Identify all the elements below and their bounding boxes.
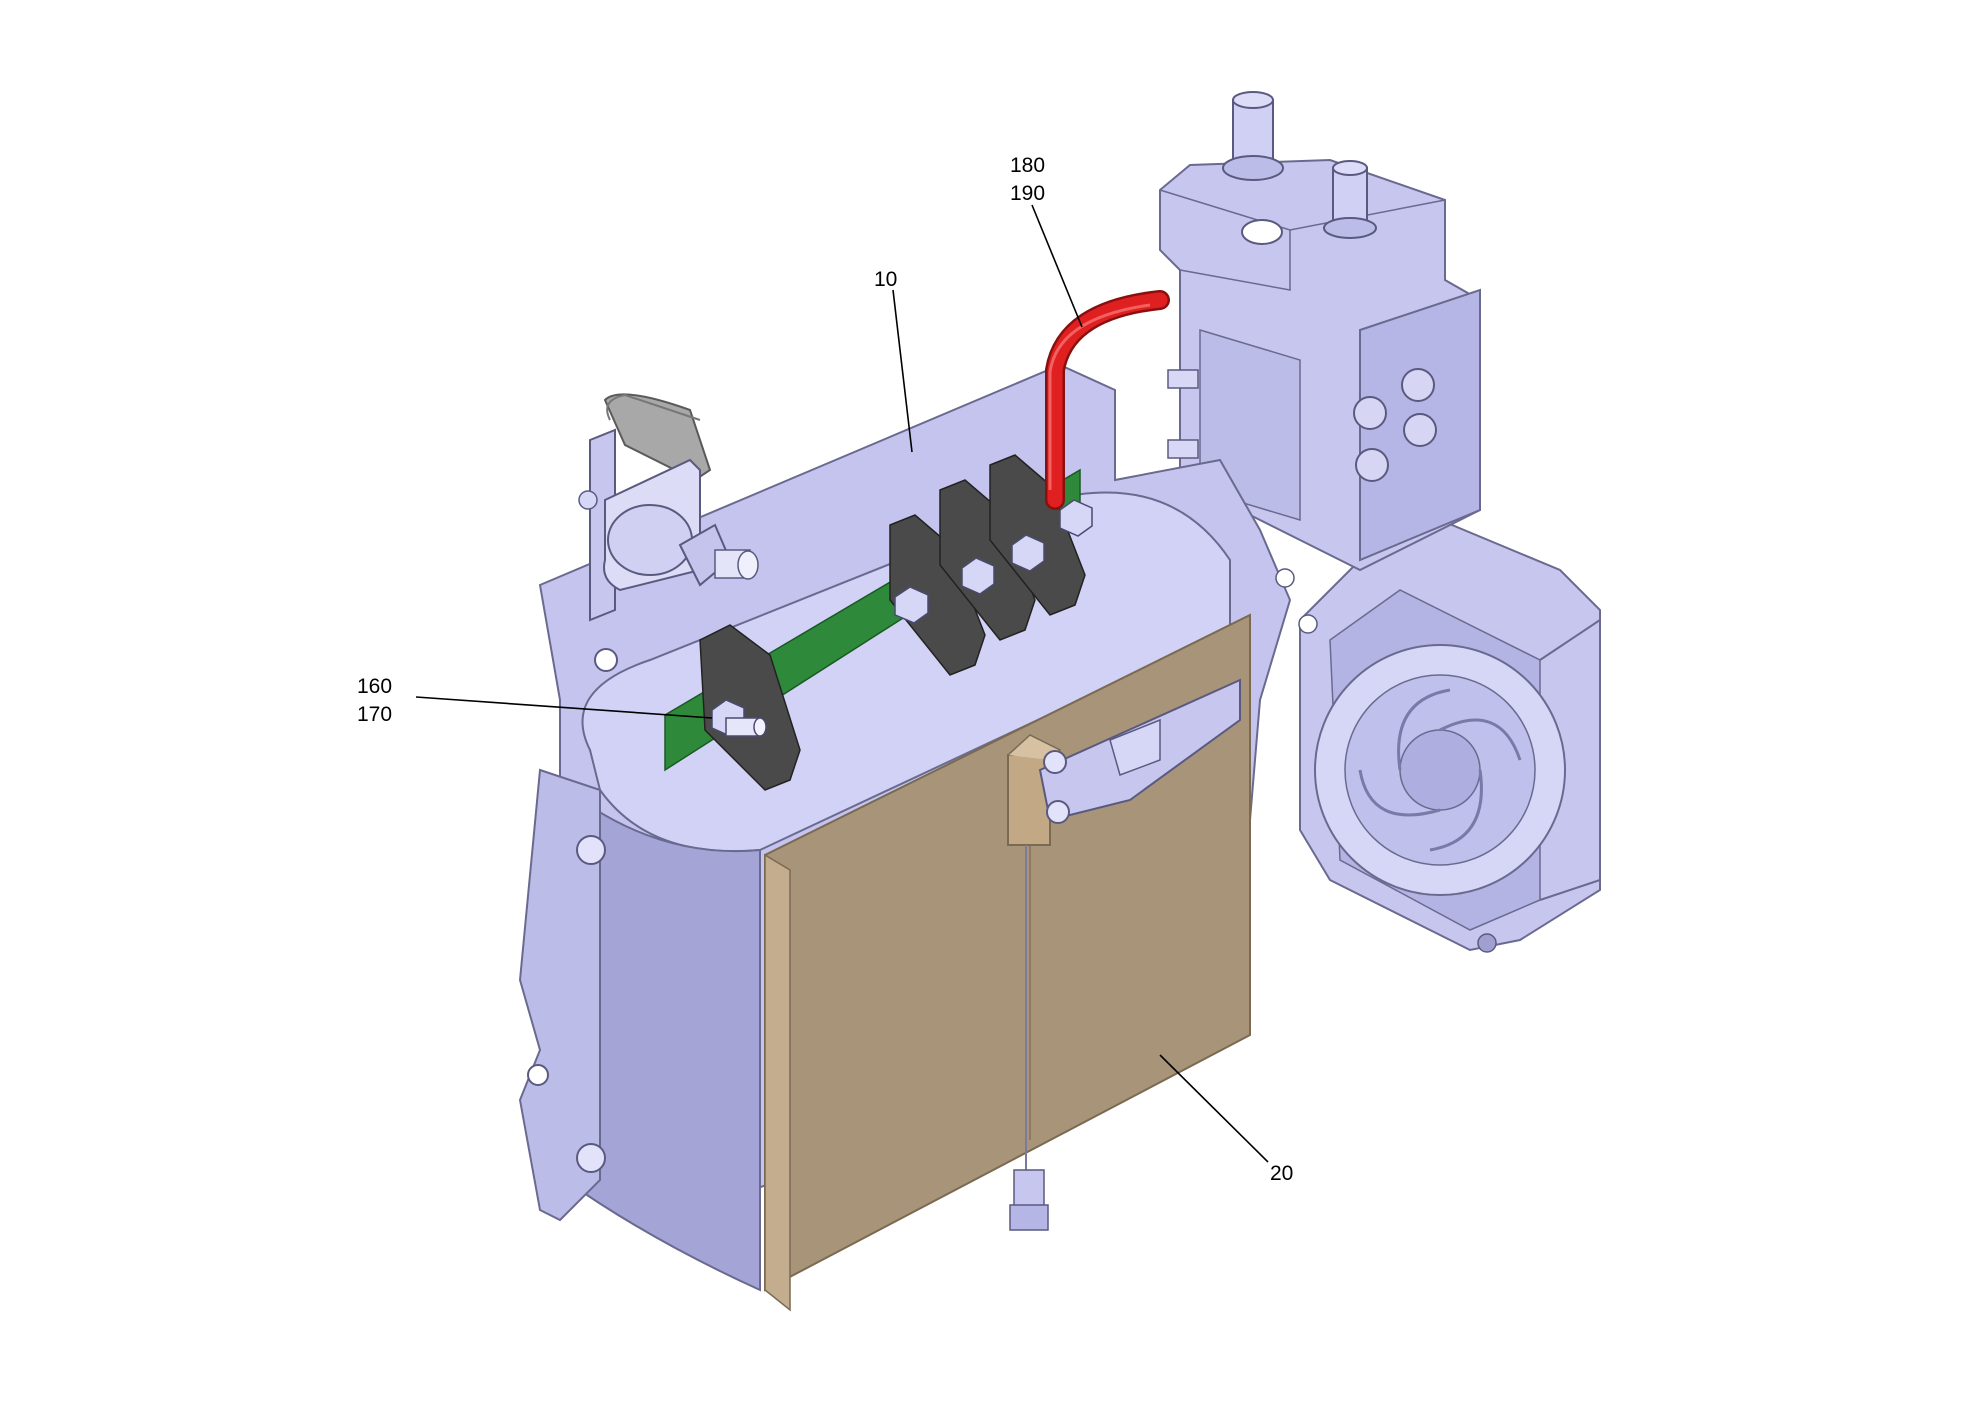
relay-block (1159, 91, 1481, 572)
leader-line-160 (415, 696, 713, 719)
callout-20: 20 (1159, 1054, 1293, 1185)
callout-label-190: 190 (1010, 182, 1045, 205)
switch-assembly (578, 393, 759, 622)
callout-180-190: 180 190 (1010, 154, 1083, 328)
callout-label-180: 180 (1010, 154, 1045, 177)
leader-line-180 (1031, 204, 1083, 328)
callout-label-10: 10 (874, 268, 897, 291)
terminal-brackets (699, 454, 1086, 791)
callout-label-170: 170 (357, 703, 392, 726)
fan-unit (1299, 519, 1601, 953)
red-cable (1045, 290, 1170, 510)
leader-line-20 (1159, 1054, 1269, 1163)
latch-bracket (1038, 678, 1241, 824)
terminal-nuts (711, 499, 1093, 737)
callout-10: 10 (874, 268, 913, 453)
leader-line-10 (892, 289, 913, 453)
callout-160-170: 160 170 (357, 675, 713, 726)
callout-label-20: 20 (1270, 1162, 1293, 1185)
callout-label-160: 160 (357, 675, 392, 698)
